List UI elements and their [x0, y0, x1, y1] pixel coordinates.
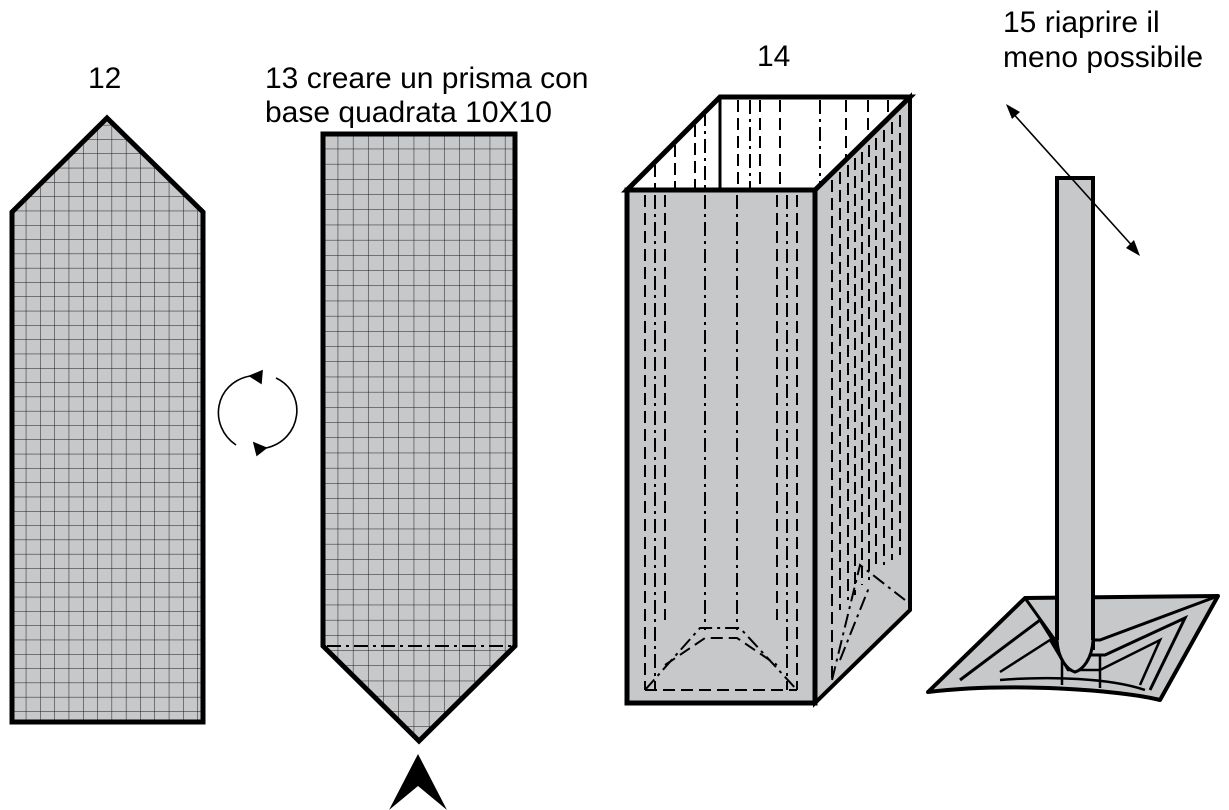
step-13-caption-line2: base quadrata 10X10: [265, 96, 552, 129]
valley-fold-arrow-icon: [389, 754, 447, 810]
step-14-figure: [620, 92, 917, 708]
step-12-label: 12: [88, 62, 122, 95]
step-15-caption-line2: meno possibile: [1003, 41, 1204, 74]
double-arrow-icon: [1006, 104, 1140, 256]
step-13-caption-line1: 13 creare un prisma con: [265, 62, 589, 95]
step-14-label: 14: [757, 40, 791, 73]
step-15-figure: [926, 176, 1220, 702]
rotate-arrows-icon: [217, 369, 298, 457]
step-13-figure: [320, 131, 518, 745]
step-15-caption-line1: 15 riaprire il: [1003, 6, 1160, 39]
step-12-figure: [9, 114, 206, 725]
